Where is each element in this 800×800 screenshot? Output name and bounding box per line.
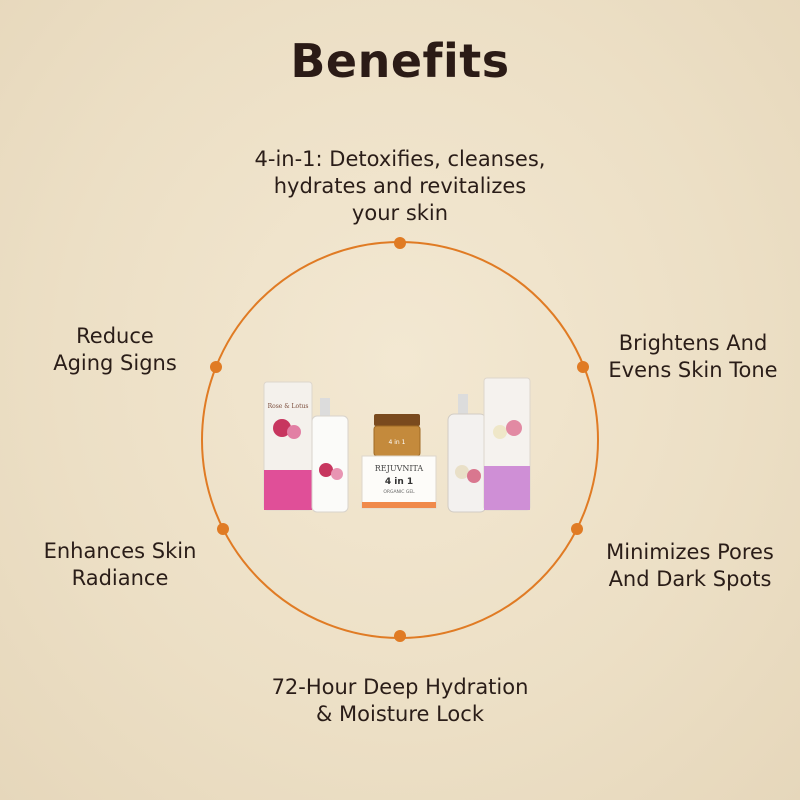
- jar-label: 4 in 1: [389, 439, 406, 446]
- benefit-deep-hydration: 72-Hour Deep Hydration & Moisture Lock: [271, 675, 529, 726]
- benefit-detox-cleanse: 4-in-1: Detoxifies, cleanses, hydrates a…: [254, 147, 546, 225]
- benefit-reduce-aging: Reduce Aging Signs: [53, 324, 177, 375]
- product-bottle-left: [311, 398, 349, 513]
- ring-dot-right-top: [577, 361, 589, 373]
- benefit-brightens-skin: Brightens And Evens Skin Tone: [608, 331, 778, 382]
- box-center-subtitle: ORGANIC GEL: [383, 489, 415, 495]
- ring-dot-left-top: [210, 361, 222, 373]
- box-left-brand: Rose & Lotus: [268, 403, 309, 410]
- ring-dot-right-bottom: [571, 523, 583, 535]
- product-box-right: [483, 377, 531, 511]
- product-image: Rose & Lotus 4 in 1 REJUVNITA 4 in 1 ORG…: [263, 377, 531, 513]
- ring-dot-bottom: [394, 630, 406, 642]
- product-box-rose-lotus: Rose & Lotus: [263, 381, 313, 511]
- ring-dot-left-bottom: [217, 523, 229, 535]
- benefit-skin-radiance: Enhances Skin Radiance: [43, 539, 197, 590]
- ring-dot-top: [394, 237, 406, 249]
- box-center-title: 4 in 1: [385, 477, 413, 487]
- box-center-brand: REJUVNITA: [375, 464, 424, 473]
- product-bottle-right: [447, 394, 487, 513]
- product-box-rejuvnita: REJUVNITA 4 in 1 ORGANIC GEL: [361, 455, 437, 509]
- product-jar: 4 in 1: [373, 414, 421, 457]
- benefit-minimizes-pores: Minimizes Pores And Dark Spots: [606, 540, 774, 591]
- page-title: Benefits: [290, 34, 510, 88]
